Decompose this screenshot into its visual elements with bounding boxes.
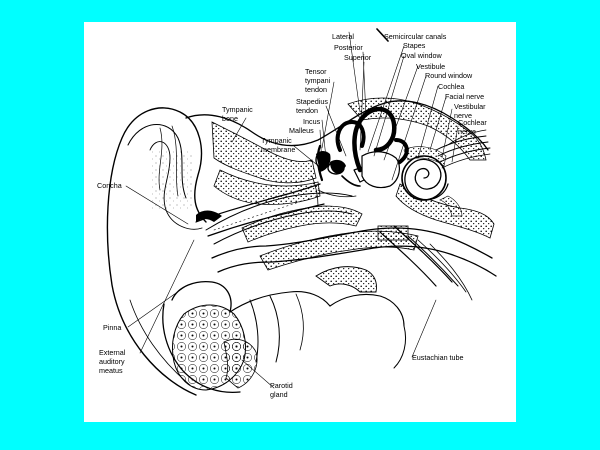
label-stapes: Stapes bbox=[403, 41, 426, 50]
label-eustachian-tube: Eustachian tube bbox=[412, 353, 464, 362]
label-malleus: Malleus bbox=[289, 126, 314, 135]
label-tensor-line3: tendon bbox=[305, 85, 327, 94]
pinna-illustration bbox=[106, 107, 222, 396]
label-semicircular-canals: Semicircular canals bbox=[384, 32, 447, 41]
label-tympanic-membrane-line2: membrane bbox=[261, 145, 295, 154]
label-facial-nerve: Facial nerve bbox=[445, 92, 484, 101]
label-lateral: Lateral bbox=[332, 32, 354, 41]
ossicles bbox=[311, 144, 373, 207]
label-posterior: Posterior bbox=[334, 43, 363, 52]
label-parotid-line2: gland bbox=[270, 390, 288, 399]
label-tympanic-membrane-line1: Tympanic bbox=[261, 136, 292, 145]
label-vestibular-nerve-line2: nerve bbox=[454, 111, 472, 120]
label-tympanic-bone-line1: Tympanic bbox=[222, 105, 253, 114]
label-superior: Superior bbox=[344, 53, 372, 62]
label-stapedius-line2: tendon bbox=[296, 106, 318, 115]
nerve-bundle bbox=[435, 129, 491, 169]
leader-lines bbox=[125, 31, 459, 389]
label-tympanic-bone-line2: bone bbox=[222, 114, 238, 123]
ear-canal bbox=[195, 183, 325, 237]
label-parotid-line1: Parotid bbox=[270, 381, 293, 390]
label-vestibular-nerve-line1: Vestibular bbox=[454, 102, 486, 111]
temporal-bone bbox=[185, 97, 497, 277]
label-external-meatus-line2: auditory bbox=[99, 357, 125, 366]
label-vestibule: Vestibule bbox=[416, 62, 445, 71]
label-cochlea: Cochlea bbox=[438, 82, 464, 91]
label-round-window: Round window bbox=[425, 71, 473, 80]
labels: Lateral Semicircular canals Posterior Su… bbox=[97, 32, 487, 399]
label-external-meatus-line1: External bbox=[99, 348, 126, 357]
label-tensor-line1: Tensor bbox=[305, 67, 327, 76]
label-concha: Concha bbox=[97, 181, 122, 190]
label-oval-window: Oval window bbox=[401, 51, 443, 60]
label-cochlear-nerve-line2: nerve bbox=[458, 127, 476, 136]
inner-ear bbox=[335, 106, 463, 217]
label-pinna: Pinna bbox=[103, 323, 121, 332]
label-incus: Incus bbox=[303, 117, 321, 126]
pen-mark bbox=[376, 28, 389, 42]
label-stapedius-line1: Stapedius bbox=[296, 97, 328, 106]
eustachian-tube bbox=[379, 225, 473, 301]
label-external-meatus-line3: meatus bbox=[99, 366, 123, 375]
label-cochlear-nerve-line1: Cochlear bbox=[458, 118, 487, 127]
label-tensor-line2: tympani bbox=[305, 76, 331, 85]
lower-structures bbox=[162, 266, 407, 394]
